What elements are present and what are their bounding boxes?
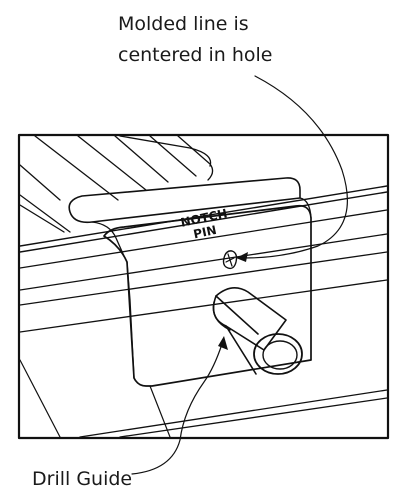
stamp-label: NOTCH PIN [179, 206, 228, 242]
detail-frame [17, 133, 390, 440]
stamp-text-line2: PIN [192, 223, 218, 242]
lower-body [20, 359, 171, 437]
drill-guide-tube [212, 287, 303, 375]
molded-line-hole [222, 250, 238, 270]
leader-molded-line [243, 75, 348, 259]
callout-molded-line-line2: centered in hole [118, 44, 273, 66]
molded-line-callout: Molded line is centered in hole [118, 13, 273, 66]
leader-drill-guide [131, 343, 223, 475]
rail [20, 185, 387, 437]
clip-bracket [68, 177, 312, 387]
leader-molded-line-arrowhead [236, 252, 248, 262]
callout-molded-line-line1: Molded line is [118, 13, 249, 35]
leader-drill-guide-arrowhead [218, 336, 228, 350]
background-tubes [20, 136, 214, 233]
callout-drill-guide: Drill Guide [32, 468, 132, 490]
detail-view: NOTCH PIN [17, 75, 390, 475]
